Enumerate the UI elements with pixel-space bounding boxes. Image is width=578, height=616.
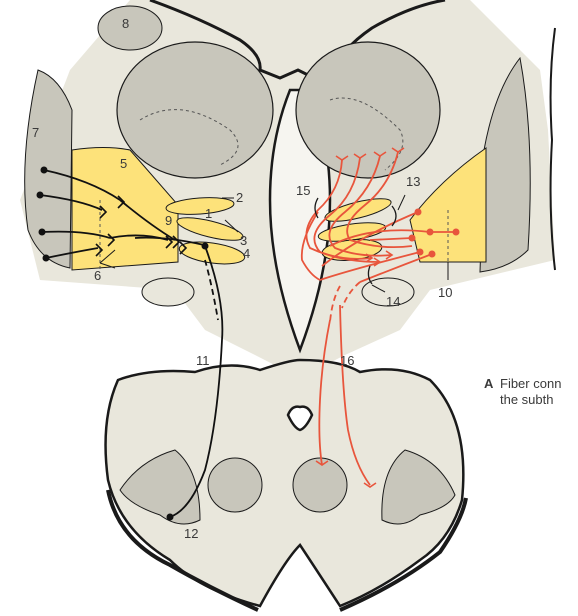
label-6: 6 [94, 268, 101, 283]
cut-edge-right [551, 28, 555, 270]
label-8: 8 [122, 16, 129, 31]
thalamus-right [296, 42, 440, 178]
label-5: 5 [120, 156, 127, 171]
thalamus-left [117, 42, 273, 178]
red-nucleus-right [293, 458, 347, 512]
label-9: 9 [165, 213, 172, 228]
label-2: 2 [236, 190, 243, 205]
label-16: 16 [340, 353, 354, 368]
caption-line-2: the subth [500, 392, 554, 407]
label-14: 14 [386, 294, 400, 309]
label-12: 12 [184, 526, 198, 541]
label-4: 4 [243, 246, 250, 261]
mammillary-left [142, 278, 194, 306]
label-7: 7 [32, 125, 39, 140]
label-11: 11 [196, 353, 210, 368]
label-15: 15 [296, 183, 310, 198]
caption-line-1: Fiber conn [500, 376, 561, 391]
label-10: 10 [438, 285, 452, 300]
label-1: 1 [205, 206, 212, 221]
caption-letter: A [484, 376, 494, 391]
label-13: 13 [406, 174, 420, 189]
putamen-left [25, 70, 72, 268]
structure-8 [98, 6, 162, 50]
red-nucleus-left [208, 458, 262, 512]
